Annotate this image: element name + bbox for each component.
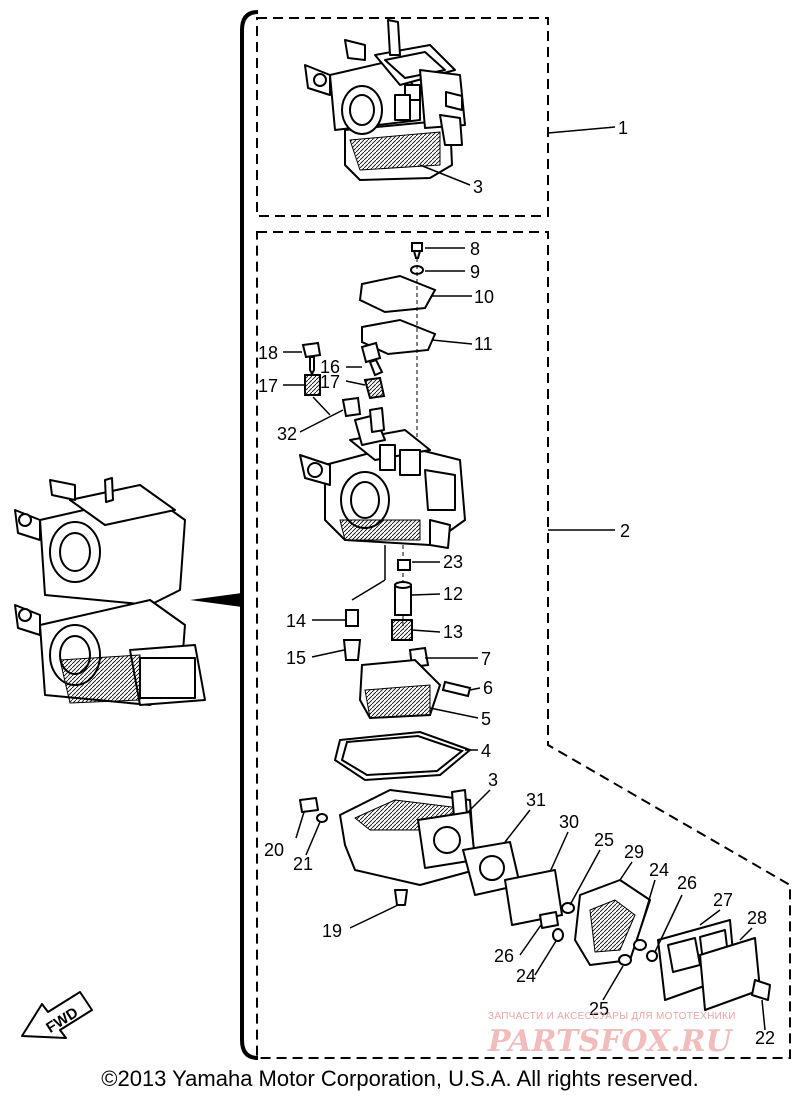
callout-5: 5 (481, 709, 491, 729)
leader-lines (283, 126, 766, 1031)
callout-24-top: 24 (649, 860, 669, 880)
callout-30: 30 (559, 812, 579, 832)
watermark-logo: PARTSFOX.RU (488, 1024, 732, 1059)
diaphragm-parts (358, 242, 437, 440)
adjuster-screws (301, 341, 386, 418)
callout-32: 32 (277, 424, 297, 444)
twin-carburetor-overview (14, 477, 206, 706)
callout-31: 31 (526, 790, 546, 810)
callout-28: 28 (747, 908, 767, 928)
carburetor-body (299, 407, 466, 549)
callout-22: 22 (755, 1028, 775, 1048)
callout-4: 4 (481, 741, 491, 761)
watermark-tagline: ЗАПЧАСТИ И АКСЕССУАРЫ ДЛЯ МОТОТЕХНИКИ (488, 1011, 736, 1022)
callout-8: 8 (470, 239, 480, 259)
callout-25-bottom: 25 (589, 999, 609, 1019)
callout-26-top: 26 (677, 873, 697, 893)
callout-14: 14 (286, 611, 306, 631)
callout-26-bottom: 26 (494, 946, 514, 966)
float-parts (333, 545, 472, 782)
callout-19: 19 (322, 921, 342, 941)
callout-16: 16 (320, 357, 340, 377)
callout-17-right: 17 (320, 372, 340, 392)
callout-15: 15 (286, 648, 306, 668)
callout-25-top: 25 (594, 830, 614, 850)
callout-27: 27 (713, 890, 733, 910)
callout-17-left: 17 (258, 376, 278, 396)
callout-12: 12 (443, 584, 463, 604)
carburetor-assembly-top (304, 19, 466, 181)
callout-7: 7 (481, 649, 491, 669)
callout-6: 6 (483, 678, 493, 698)
callout-labels: 1 3 8 9 10 11 18 16 17 17 32 2 23 12 14 … (258, 118, 775, 1048)
assembly-box-1 (256, 17, 549, 217)
callout-29: 29 (624, 842, 644, 862)
callout-20: 20 (264, 840, 284, 860)
callout-10: 10 (474, 287, 494, 307)
callout-21: 21 (293, 854, 313, 874)
assembly-bracket (240, 10, 259, 1060)
callout-23: 23 (443, 552, 463, 572)
bracket-pointer (190, 593, 242, 607)
callout-11: 11 (474, 334, 493, 354)
callout-24-bottom: 24 (516, 966, 536, 986)
callout-3-top: 3 (473, 177, 483, 197)
callout-2: 2 (620, 521, 630, 541)
fwd-arrow-icon: FWD (21, 991, 93, 1039)
callout-13: 13 (443, 622, 463, 642)
callout-1: 1 (618, 118, 628, 138)
copyright-footer: ©2013 Yamaha Motor Corporation, U.S.A. A… (101, 1066, 699, 1091)
float-bowl-and-pump (299, 789, 771, 1011)
callout-18: 18 (258, 343, 278, 363)
assembly-box-2 (256, 231, 791, 1059)
callout-9: 9 (470, 262, 480, 282)
callout-3-bowl: 3 (488, 770, 498, 790)
